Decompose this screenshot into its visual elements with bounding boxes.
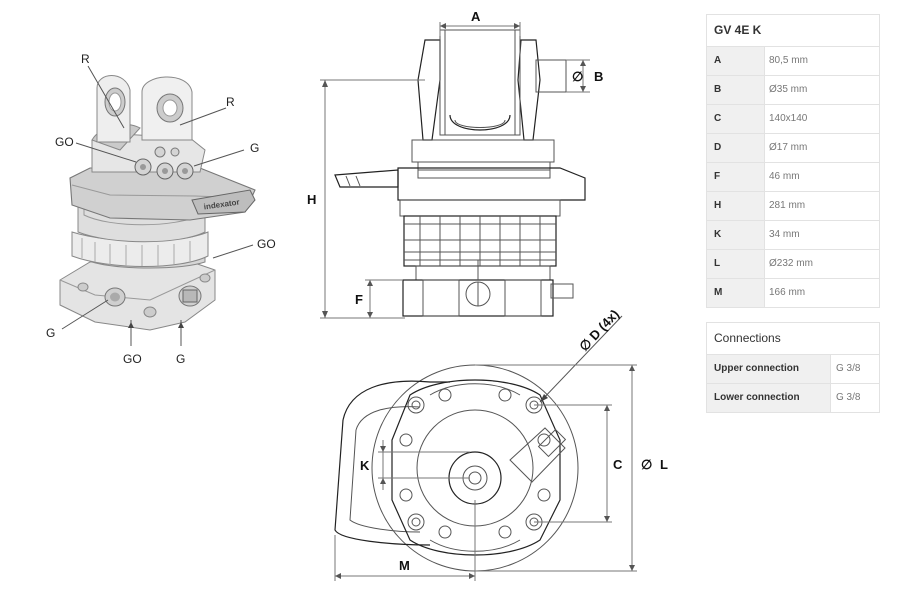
side-view-drawing (334, 29, 586, 317)
connections-table: Connections Upper connection G 3/8 Lower … (706, 322, 880, 413)
label-g-bottom: G (176, 352, 185, 366)
connection-row: Lower connection G 3/8 (707, 384, 879, 412)
spec-key: B (707, 76, 765, 104)
connection-value: G 3/8 (836, 363, 861, 374)
connection-value: G 3/8 (836, 392, 861, 403)
dim-label-l: L (660, 457, 668, 472)
connection-key: Lower connection (707, 384, 831, 412)
isometric-labels: R R GO G GO G GO G (46, 52, 276, 366)
connections-title: Connections (707, 323, 879, 355)
dim-label-d: ∅ D (4x) (576, 306, 622, 354)
spec-row: A 80,5 mm (707, 47, 879, 76)
spec-key: H (707, 192, 765, 220)
label-go-left: GO (55, 135, 74, 149)
dim-label-m: M (399, 558, 410, 573)
dim-symbol-b: ∅ (572, 69, 583, 84)
top-view-drawing (334, 364, 579, 572)
top-view-dimensions: ∅ D (4x) C ∅ L K M (334, 306, 668, 581)
label-g-lower-left: G (46, 326, 55, 340)
spec-value: 46 mm (769, 171, 800, 182)
spec-key: L (707, 250, 765, 278)
spec-key: K (707, 221, 765, 249)
isometric-rotator-render: indexator (59, 75, 256, 331)
spec-row: L Ø232 mm (707, 250, 879, 279)
spec-row: K 34 mm (707, 221, 879, 250)
spec-row: F 46 mm (707, 163, 879, 192)
spec-key: F (707, 163, 765, 191)
label-g-upper: G (250, 141, 259, 155)
spec-table-title: GV 4E K (707, 15, 879, 47)
spec-row: D Ø17 mm (707, 134, 879, 163)
spec-key: D (707, 134, 765, 162)
spec-row: M 166 mm (707, 279, 879, 307)
side-view-dimensions: A ∅ B H F (307, 9, 603, 319)
connection-key: Upper connection (707, 355, 831, 383)
spec-table: GV 4E K A 80,5 mm B Ø35 mm C 140x140 D Ø17 m… (706, 14, 880, 308)
dim-label-k: K (360, 458, 370, 473)
spec-value: 80,5 mm (769, 55, 808, 66)
label-go-bottom: GO (123, 352, 142, 366)
spec-value: 166 mm (769, 287, 806, 298)
spec-value: Ø35 mm (769, 84, 808, 95)
connection-row: Upper connection G 3/8 (707, 355, 879, 384)
spec-key: C (707, 105, 765, 133)
dim-label-a: A (471, 9, 481, 24)
dim-symbol-l: ∅ (641, 457, 652, 472)
spec-row: H 281 mm (707, 192, 879, 221)
spec-row: C 140x140 (707, 105, 879, 134)
spec-key: M (707, 279, 765, 307)
dim-label-c: C (613, 457, 623, 472)
spec-value: 281 mm (769, 200, 806, 211)
spec-row: B Ø35 mm (707, 76, 879, 105)
spec-value: 34 mm (769, 229, 800, 240)
spec-key: A (707, 47, 765, 75)
spec-value: Ø232 mm (769, 258, 813, 269)
dim-label-b: B (594, 69, 603, 84)
dim-label-h: H (307, 192, 316, 207)
spec-value: Ø17 mm (769, 142, 808, 153)
label-go-mid: GO (257, 237, 276, 251)
spec-value: 140x140 (769, 113, 808, 124)
label-r-top: R (81, 52, 90, 66)
label-r-right: R (226, 95, 235, 109)
dim-label-f: F (355, 292, 363, 307)
